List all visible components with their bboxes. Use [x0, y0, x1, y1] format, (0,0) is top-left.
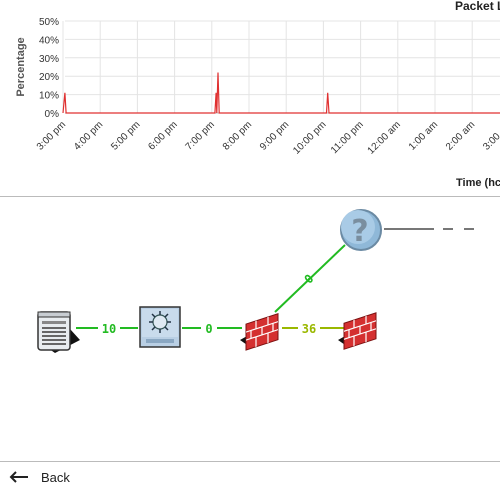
- x-tick-label: 6:00 pm: [146, 119, 179, 152]
- y-tick-label: 10%: [39, 91, 59, 102]
- x-tick-label: 3:00 pm: [35, 119, 68, 152]
- unknown-node-icon[interactable]: ?: [340, 209, 382, 251]
- x-tick-label: 5:00 pm: [109, 119, 142, 152]
- back-label: Back: [41, 469, 70, 485]
- y-axis-label: Percentage: [15, 37, 27, 96]
- x-tick-label: 9:00 pm: [258, 119, 291, 152]
- packet-loss-series-line: [62, 72, 500, 114]
- multilayer-switch-icon[interactable]: [139, 306, 181, 348]
- network-topology: 10 0 0 36: [0, 197, 500, 459]
- label-bg: [298, 320, 320, 336]
- x-tick-label: 11:00 pm: [329, 119, 366, 156]
- y-tick-label: 40%: [39, 35, 59, 46]
- firewall-icon[interactable]: [240, 313, 279, 351]
- link-label-switch-firewall: 0: [205, 322, 212, 336]
- svg-text:?: ?: [351, 214, 368, 249]
- label-bg: [98, 320, 120, 336]
- panel-divider: [0, 196, 500, 197]
- server-icon[interactable]: [37, 311, 80, 353]
- x-tick-label: 12:00 am: [366, 119, 403, 156]
- back-button[interactable]: Back: [8, 466, 70, 488]
- x-tick-label: 7:00 pm: [184, 119, 217, 152]
- chart-title: Packet L: [455, 0, 500, 13]
- x-tick-label: 4:00 pm: [72, 119, 105, 152]
- label-bg: [201, 320, 217, 336]
- x-tick-label: 1:00 am: [407, 119, 440, 152]
- link-label-firewall-firewall: 36: [302, 322, 316, 336]
- y-tick-label: 0%: [45, 109, 60, 120]
- y-tick-label: 20%: [39, 72, 59, 83]
- x-tick-label: 3:00 am: [481, 119, 500, 152]
- topology-svg: 10 0 0 36: [37, 209, 475, 353]
- footer-divider: [0, 461, 500, 462]
- firewall-icon[interactable]: [338, 312, 377, 350]
- x-tick-label: 2:00 am: [444, 119, 477, 152]
- x-tick-label: 8:00 pm: [221, 119, 254, 152]
- y-tick-label: 50%: [39, 17, 59, 28]
- link-firewall-cloud[interactable]: [274, 244, 346, 313]
- back-arrow-icon: [9, 471, 28, 483]
- link-label-server-switch: 10: [102, 322, 116, 336]
- y-tick-label: 30%: [39, 54, 59, 65]
- x-axis-label: Time (hc: [456, 177, 500, 189]
- x-tick-label: 10:00 pm: [291, 119, 328, 156]
